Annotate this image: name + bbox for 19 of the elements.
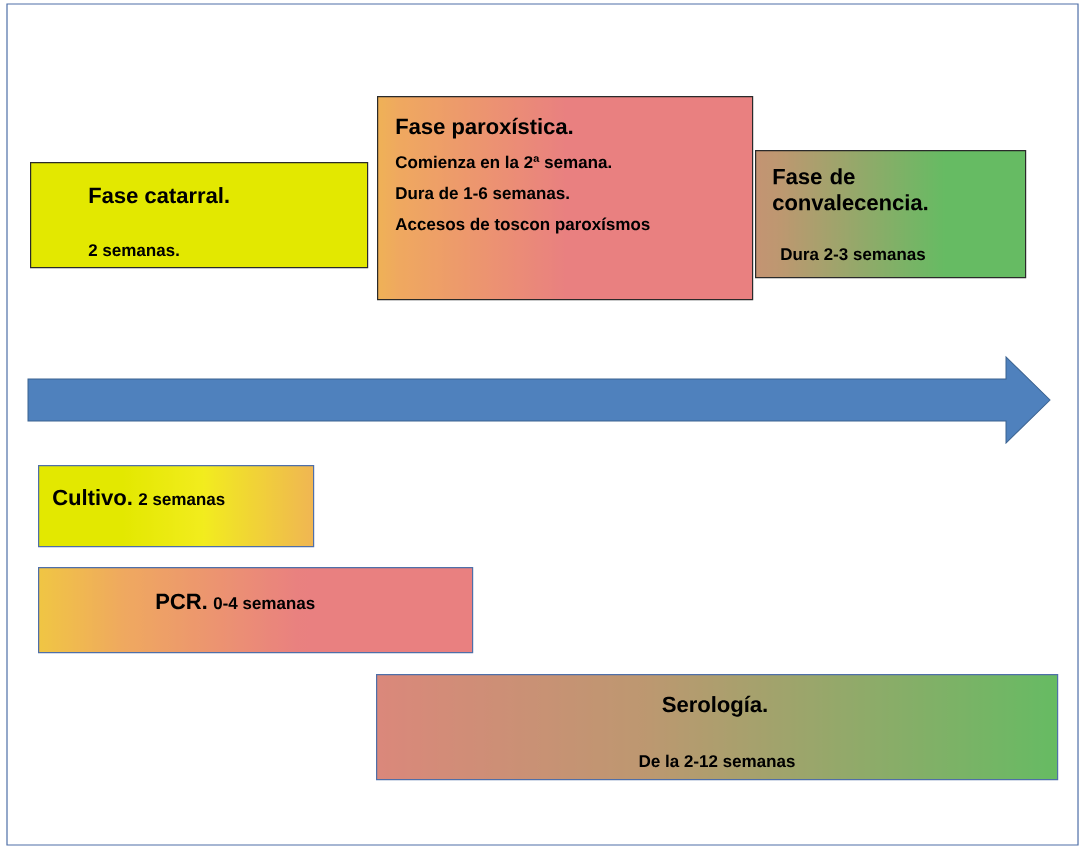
duration-text: 0-4 semanas (213, 597, 315, 610)
duration-text: De la 2-12 semanas (639, 754, 795, 768)
phase-box (755, 150, 1027, 279)
phase-box (38, 465, 315, 548)
duration-text: 2 semanas. (88, 244, 179, 257)
phase-title: Cultivo. (53, 489, 132, 506)
duration-text: Accesos de toscon paroxísmos (395, 217, 650, 234)
phase-title: PCR. (156, 593, 207, 610)
duration-text: Dura de 1-6 semanas. (396, 186, 569, 200)
phase-box (376, 674, 1059, 781)
phase-title: Fase paroxística. (396, 117, 573, 139)
duration-text: Comienza en la 2ª semana. (395, 155, 611, 169)
phase-title: Fase de convalecencia. (773, 168, 928, 211)
phase-box (30, 162, 369, 269)
phase-box (38, 567, 474, 654)
duration-text: Dura 2-3 semanas (781, 248, 925, 261)
duration-text: 2 semanas (138, 493, 225, 506)
phase-title: Serología. (662, 695, 767, 717)
phase-title: Fase catarral. (89, 187, 229, 204)
